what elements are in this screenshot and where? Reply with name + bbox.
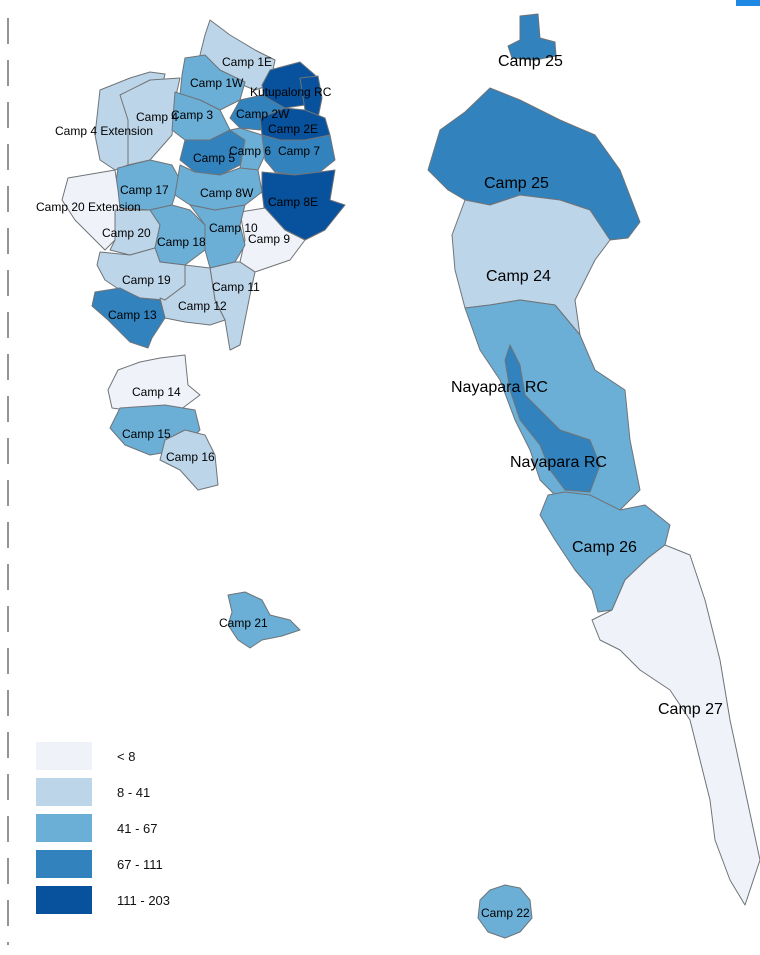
label-camp-21: Camp 21 bbox=[219, 616, 268, 630]
region-nayapara-rc-inner[interactable] bbox=[504, 344, 601, 493]
legend-swatch bbox=[36, 850, 92, 878]
region-camp-21[interactable] bbox=[227, 591, 301, 649]
legend-item: < 8 bbox=[36, 738, 170, 774]
legend-swatch bbox=[36, 886, 92, 914]
region-camp-7[interactable] bbox=[261, 134, 336, 176]
label-nayapara-rc-north: Nayapara RC bbox=[451, 379, 548, 396]
legend-swatch bbox=[36, 814, 92, 842]
label-camp-15: Camp 15 bbox=[122, 427, 171, 441]
label-camp-3: Camp 3 bbox=[171, 108, 213, 122]
label-camp-25-north: Camp 25 bbox=[498, 53, 563, 70]
legend-swatch bbox=[36, 742, 92, 770]
region-camp-4[interactable] bbox=[119, 77, 181, 166]
label-camp-1w: Camp 1W bbox=[190, 76, 244, 90]
region-camp-6[interactable] bbox=[229, 127, 266, 171]
label-camp-6: Camp 6 bbox=[229, 144, 271, 158]
region-camp-1w[interactable] bbox=[179, 54, 246, 111]
region-camp-18[interactable] bbox=[149, 204, 206, 266]
region-camp-14[interactable] bbox=[107, 354, 201, 413]
legend-label: 67 - 111 bbox=[117, 856, 163, 872]
label-camp-14: Camp 14 bbox=[132, 385, 181, 399]
label-nayapara-rc-south: Nayapara RC bbox=[510, 454, 607, 471]
label-camp-4-extension: Camp 4 Extension bbox=[55, 124, 153, 138]
legend-item: 111 - 203 bbox=[36, 882, 170, 918]
label-camp-20: Camp 20 bbox=[102, 226, 151, 240]
label-camp-10: Camp 10 bbox=[209, 221, 258, 235]
region-camp-16[interactable] bbox=[159, 429, 219, 491]
legend-label: 41 - 67 bbox=[117, 820, 158, 836]
label-camp-18: Camp 18 bbox=[157, 235, 206, 249]
label-camp-4: Camp 4 bbox=[136, 110, 178, 124]
legend-item: 41 - 67 bbox=[36, 810, 170, 846]
region-camp-10[interactable] bbox=[189, 204, 246, 269]
label-camp-2w: Camp 2W bbox=[236, 107, 290, 121]
label-camp-22: Camp 22 bbox=[481, 906, 530, 920]
label-camp-19: Camp 19 bbox=[122, 273, 171, 287]
label-camp-26: Camp 26 bbox=[572, 539, 637, 556]
region-camp-24[interactable] bbox=[451, 194, 611, 336]
label-camp-2e: Camp 2E bbox=[268, 122, 318, 136]
region-camp-5[interactable] bbox=[179, 129, 246, 176]
legend-label: < 8 bbox=[117, 748, 136, 764]
label-camp-12: Camp 12 bbox=[178, 299, 227, 313]
label-camp-20-extension: Camp 20 Extension bbox=[36, 200, 141, 214]
label-camp-17: Camp 17 bbox=[120, 183, 169, 197]
label-camp-16: Camp 16 bbox=[166, 450, 215, 464]
corner-mark bbox=[736, 0, 760, 6]
legend-item: 67 - 111 bbox=[36, 846, 170, 882]
legend-label: 111 - 203 bbox=[117, 892, 171, 908]
legend-label: 8 - 41 bbox=[117, 784, 151, 800]
label-camp-7: Camp 7 bbox=[278, 144, 320, 158]
region-camp-25[interactable] bbox=[427, 87, 641, 241]
label-camp-24: Camp 24 bbox=[486, 268, 551, 285]
region-kutupalong-rc-east[interactable] bbox=[299, 75, 323, 119]
region-camp-20-extension[interactable] bbox=[61, 169, 121, 251]
legend: < 8 8 - 41 41 - 67 67 - 111 111 - 203 bbox=[36, 738, 170, 918]
label-kutupalong-rc: Kutupalong RC bbox=[250, 85, 332, 99]
legend-swatch bbox=[36, 778, 92, 806]
region-camp-27[interactable] bbox=[591, 544, 760, 906]
region-camp-22[interactable] bbox=[477, 884, 533, 939]
label-camp-5: Camp 5 bbox=[193, 151, 235, 165]
label-camp-13: Camp 13 bbox=[108, 308, 157, 322]
label-camp-9: Camp 9 bbox=[248, 232, 290, 246]
region-nayapara-rc-outer[interactable] bbox=[464, 299, 641, 511]
label-camp-1e: Camp 1E bbox=[222, 55, 272, 69]
region-camp-25-north[interactable] bbox=[507, 13, 557, 61]
label-camp-27: Camp 27 bbox=[658, 701, 723, 718]
region-camp-13[interactable] bbox=[91, 287, 166, 349]
label-camp-8e: Camp 8E bbox=[268, 195, 318, 209]
region-camp-12[interactable] bbox=[159, 264, 226, 326]
legend-item: 8 - 41 bbox=[36, 774, 170, 810]
label-camp-11: Camp 11 bbox=[212, 280, 260, 294]
label-camp-8w: Camp 8W bbox=[200, 186, 254, 200]
label-camp-25: Camp 25 bbox=[484, 175, 549, 192]
